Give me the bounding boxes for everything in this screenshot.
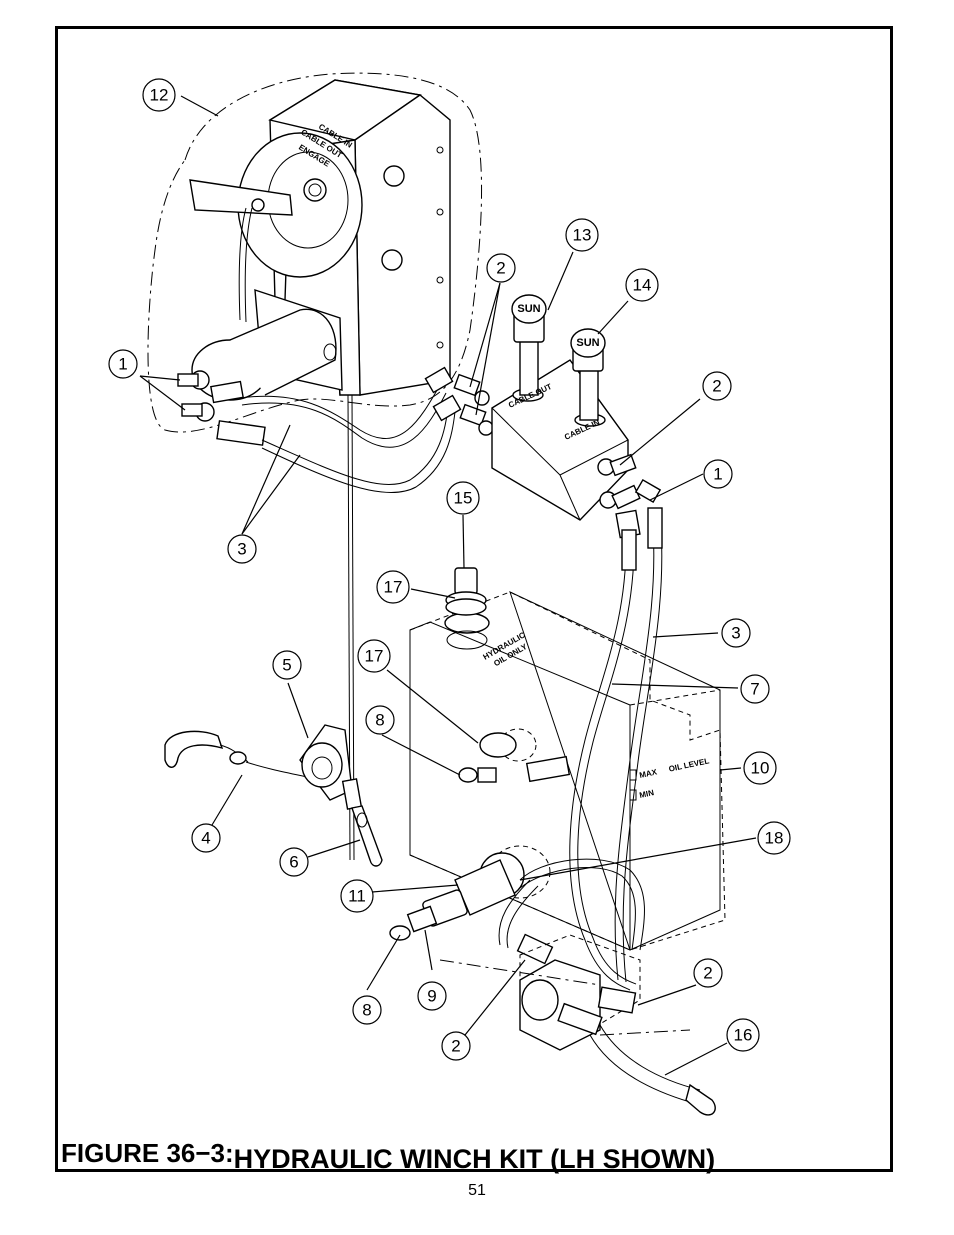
svg-text:8: 8 bbox=[362, 1001, 371, 1020]
callout-2-pump-outlet: 2 bbox=[693, 958, 723, 988]
callout-3-winch: 3 bbox=[227, 534, 257, 564]
svg-text:2: 2 bbox=[712, 377, 721, 396]
svg-text:8: 8 bbox=[375, 711, 384, 730]
svg-text:17: 17 bbox=[384, 578, 403, 597]
svg-text:2: 2 bbox=[496, 259, 505, 278]
svg-text:2: 2 bbox=[703, 964, 712, 983]
callout-17-tank: 17 bbox=[357, 639, 391, 673]
callout-7: 7 bbox=[740, 674, 770, 704]
figure-frame bbox=[55, 26, 893, 1172]
svg-text:7: 7 bbox=[750, 680, 759, 699]
callout-6: 6 bbox=[279, 847, 309, 877]
callout-13: 13 bbox=[565, 218, 599, 252]
pump-hoses bbox=[569, 507, 663, 991]
callout-12: 12 bbox=[142, 78, 176, 112]
svg-text:2: 2 bbox=[451, 1037, 460, 1056]
callout-4: 4 bbox=[191, 823, 221, 853]
svg-text:17: 17 bbox=[365, 647, 384, 666]
callout-11: 11 bbox=[340, 879, 374, 913]
callout-8-pump: 8 bbox=[352, 995, 382, 1025]
svg-text:1: 1 bbox=[713, 465, 722, 484]
sight-oil-level-label: OIL LEVEL bbox=[668, 756, 710, 773]
svg-text:16: 16 bbox=[734, 1026, 753, 1045]
callout-2-winch-hose: 2 bbox=[486, 253, 516, 283]
callout-5: 5 bbox=[272, 650, 302, 680]
callout-2-pump-inlet: 2 bbox=[441, 1031, 471, 1061]
svg-text:18: 18 bbox=[765, 829, 784, 848]
callout-3-pump-hose: 3 bbox=[721, 618, 751, 648]
callout-14: 14 bbox=[625, 268, 659, 302]
svg-text:13: 13 bbox=[573, 226, 592, 245]
callout-18: 18 bbox=[757, 821, 791, 855]
svg-text:1: 1 bbox=[118, 355, 127, 374]
svg-text:9: 9 bbox=[427, 987, 436, 1006]
callout-15: 15 bbox=[446, 481, 480, 515]
figure-caption: FIGURE 36−3:HYDRAULIC WINCH KIT (LH SHOW… bbox=[61, 1138, 715, 1174]
figure-title: HYDRAULIC WINCH KIT (LH SHOWN) bbox=[233, 1144, 716, 1174]
winch-hoses bbox=[239, 366, 494, 494]
winch-assembly: CABLE IN CABLE OUT ENGAGE bbox=[147, 72, 483, 446]
callout-9: 9 bbox=[417, 981, 447, 1011]
svg-text:12: 12 bbox=[150, 86, 169, 105]
svg-text:5: 5 bbox=[282, 656, 291, 675]
callout-bubbles: 1 1 12 2 13 14 2 3 15 17 3 5 17 7 8 bbox=[108, 78, 791, 1061]
coupler-14-brand: SUN bbox=[576, 337, 599, 349]
callout-2-valve: 2 bbox=[702, 371, 732, 401]
callout-17-filler: 17 bbox=[376, 570, 410, 604]
svg-text:3: 3 bbox=[731, 624, 740, 643]
svg-text:10: 10 bbox=[751, 759, 770, 778]
callout-8-tank: 8 bbox=[365, 705, 395, 735]
svg-text:3: 3 bbox=[237, 540, 246, 559]
remote-control bbox=[164, 724, 383, 867]
coupler-13-brand: SUN bbox=[517, 303, 540, 315]
svg-text:4: 4 bbox=[201, 829, 210, 848]
callout-10: 10 bbox=[743, 751, 777, 785]
callout-1-valve: 1 bbox=[703, 459, 733, 489]
svg-text:6: 6 bbox=[289, 853, 298, 872]
pump-assembly bbox=[389, 845, 716, 1116]
sight-min-label: MIN bbox=[639, 788, 655, 800]
svg-text:15: 15 bbox=[454, 489, 473, 508]
svg-text:11: 11 bbox=[348, 887, 366, 906]
svg-text:14: 14 bbox=[633, 276, 652, 295]
hydraulic-tank: HYDRAULIC OIL ONLY MAX OIL LEVEL MIN bbox=[409, 567, 726, 951]
sight-max-label: MAX bbox=[639, 767, 659, 780]
figure-number: FIGURE 36−3: bbox=[61, 1138, 234, 1168]
page-number: 51 bbox=[468, 1182, 486, 1199]
callout-1-winch: 1 bbox=[108, 349, 138, 379]
leader-lines bbox=[139, 95, 757, 1076]
control-valve: SUN SUN CABLE OUT CABLE IN bbox=[491, 294, 662, 539]
callout-16: 16 bbox=[726, 1018, 760, 1052]
